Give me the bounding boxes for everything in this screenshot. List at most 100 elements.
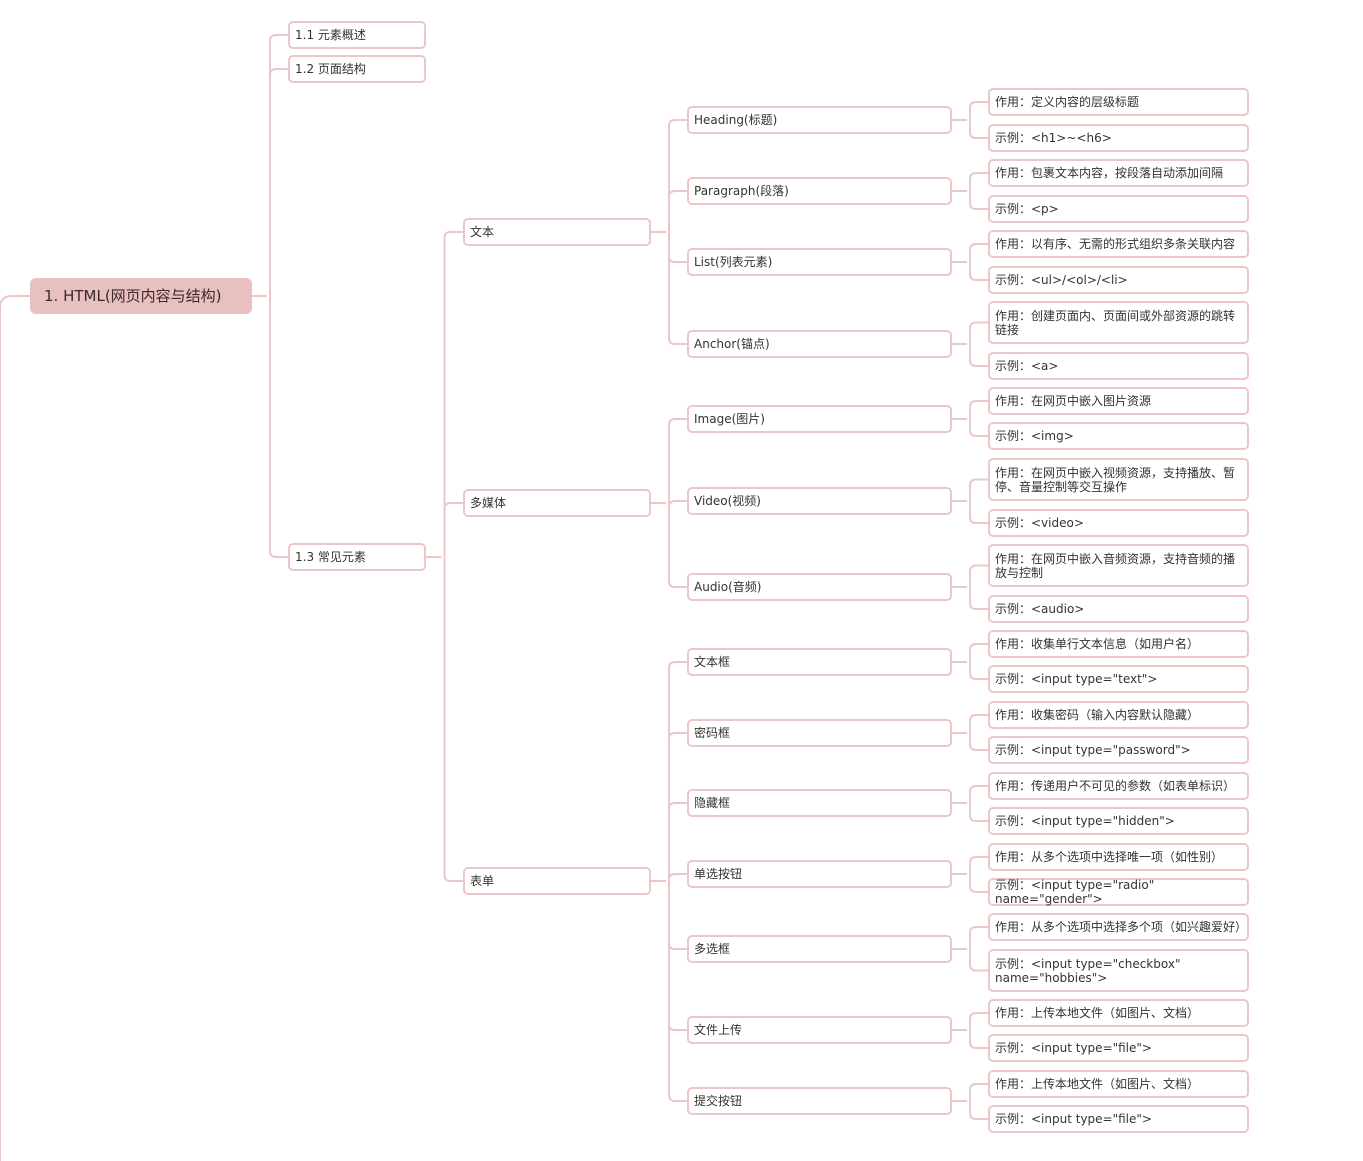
- leaf-example[interactable]: 示例：<input type="file">: [988, 1034, 1249, 1062]
- element-video[interactable]: Video(视频): [687, 487, 952, 515]
- connector-branch: [668, 873, 687, 881]
- connector-branch: [443, 502, 463, 557]
- leaf-purpose[interactable]: 作用：在网页中嵌入视频资源，支持播放、暂停、音量控制等交互操作: [988, 458, 1249, 501]
- element-label: Audio(音频): [694, 580, 762, 594]
- leaf-label: 示例：<input type="password">: [995, 743, 1191, 757]
- connector-branch: [443, 231, 463, 557]
- connector-branch: [969, 803, 988, 822]
- element-anchor[interactable]: Anchor(锚点): [687, 330, 952, 358]
- leaf-purpose[interactable]: 作用：收集密码（输入内容默认隐藏）: [988, 701, 1249, 729]
- leaf-purpose[interactable]: 作用：传递用户不可见的参数（如表单标识）: [988, 772, 1249, 800]
- element-submit-button[interactable]: 提交按钮: [687, 1087, 952, 1115]
- leaf-example[interactable]: 示例：<ul>/<ol>/<li>: [988, 266, 1249, 294]
- leaf-label: 示例：<img>: [995, 429, 1074, 443]
- leaf-purpose[interactable]: 作用：定义内容的层级标题: [988, 88, 1249, 116]
- connector-branch: [969, 191, 988, 210]
- leaf-purpose[interactable]: 作用：收集单行文本信息（如用户名）: [988, 630, 1249, 658]
- connector-branch: [969, 419, 988, 437]
- leaf-example[interactable]: 示例：<img>: [988, 422, 1249, 450]
- element-textbox[interactable]: 文本框: [687, 648, 952, 676]
- leaf-label: 作用：包裹文本内容，按段落自动添加间隔: [995, 166, 1224, 180]
- element-radio[interactable]: 单选按钮: [687, 860, 952, 888]
- connector-branch: [668, 881, 687, 1102]
- connector-branch: [969, 856, 988, 874]
- leaf-purpose[interactable]: 作用：上传本地文件（如图片、文档）: [988, 1070, 1249, 1098]
- leaf-example[interactable]: 示例：<input type="checkbox" name="hobbies"…: [988, 949, 1249, 992]
- leaf-label: 作用：在网页中嵌入视频资源，支持播放、暂停、音量控制等交互操作: [995, 465, 1236, 494]
- connector-branch: [969, 344, 988, 367]
- leaf-purpose[interactable]: 作用：从多个选项中选择多个项（如兴趣爱好）: [988, 913, 1249, 941]
- leaf-label: 作用：从多个选项中选择唯一项（如性别）: [995, 850, 1224, 864]
- element-label: Video(视频): [694, 494, 761, 508]
- leaf-purpose[interactable]: 作用：以有序、无需的形式组织多条关联内容: [988, 230, 1249, 258]
- topic-element-overview[interactable]: 1.1 元素概述: [288, 21, 426, 49]
- connector-branch: [969, 262, 988, 281]
- connector-branch: [668, 418, 687, 503]
- connector-branch: [969, 587, 988, 610]
- element-label: 多选框: [694, 942, 731, 956]
- element-hidden[interactable]: 隐藏框: [687, 789, 952, 817]
- element-paragraph[interactable]: Paragraph(段落): [687, 177, 952, 205]
- leaf-example[interactable]: 示例：<input type="radio" name="gender">: [988, 878, 1249, 906]
- connector-branch: [969, 1012, 988, 1030]
- leaf-purpose[interactable]: 作用：从多个选项中选择唯一项（如性别）: [988, 843, 1249, 871]
- element-password[interactable]: 密码框: [687, 719, 952, 747]
- leaf-label: 作用：收集单行文本信息（如用户名）: [995, 637, 1200, 651]
- connector-branch: [969, 714, 988, 733]
- leaf-example[interactable]: 示例：<h1>~<h6>: [988, 124, 1249, 152]
- leaf-purpose[interactable]: 作用：在网页中嵌入音频资源，支持音频的播放与控制: [988, 544, 1249, 587]
- leaf-example[interactable]: 示例：<input type="password">: [988, 736, 1249, 764]
- connector-branch: [969, 1030, 988, 1049]
- leaf-label: 作用：以有序、无需的形式组织多条关联内容: [995, 237, 1236, 251]
- leaf-purpose[interactable]: 作用：包裹文本内容，按段落自动添加间隔: [988, 159, 1249, 187]
- element-file-upload[interactable]: 文件上传: [687, 1016, 952, 1044]
- root-node[interactable]: 1. HTML(网页内容与结构): [30, 278, 252, 314]
- connector-branch: [969, 1083, 988, 1101]
- leaf-label: 示例：<a>: [995, 359, 1059, 373]
- category-multimedia[interactable]: 多媒体: [463, 489, 651, 517]
- leaf-label: 示例：<input type="text">: [995, 672, 1158, 686]
- element-audio[interactable]: Audio(音频): [687, 573, 952, 601]
- connector-branch: [269, 296, 288, 558]
- leaf-example[interactable]: 示例：<video>: [988, 509, 1249, 537]
- category-text[interactable]: 文本: [463, 218, 651, 246]
- topic-page-structure[interactable]: 1.2 页面结构: [288, 55, 426, 83]
- leaf-example[interactable]: 示例：<input type="file">: [988, 1105, 1249, 1133]
- leaf-example[interactable]: 示例：<audio>: [988, 595, 1249, 623]
- leaf-example[interactable]: 示例：<a>: [988, 352, 1249, 380]
- topic-label: 1.1 元素概述: [295, 28, 366, 42]
- element-image[interactable]: Image(图片): [687, 405, 952, 433]
- element-label: 密码框: [694, 726, 731, 740]
- leaf-example[interactable]: 示例：<p>: [988, 195, 1249, 223]
- connector-branch: [668, 190, 687, 232]
- root-node-label: 1. HTML(网页内容与结构): [44, 287, 222, 305]
- category-label: 文本: [470, 225, 495, 239]
- connector-branch: [969, 564, 988, 587]
- category-form[interactable]: 表单: [463, 867, 651, 895]
- connector-branch: [443, 557, 463, 882]
- element-heading[interactable]: Heading(标题): [687, 106, 952, 134]
- connector-branch: [969, 643, 988, 662]
- connector-branch: [969, 1101, 988, 1120]
- element-label: Anchor(锚点): [694, 337, 770, 351]
- connector-branch: [969, 101, 988, 120]
- leaf-label: 示例：<input type="checkbox" name="hobbies"…: [995, 956, 1181, 985]
- leaf-example[interactable]: 示例：<input type="text">: [988, 665, 1249, 693]
- leaf-example[interactable]: 示例：<input type="hidden">: [988, 807, 1249, 835]
- leaf-label: 作用：收集密码（输入内容默认隐藏）: [995, 708, 1200, 722]
- connector-branch: [969, 874, 988, 893]
- topic-common-elements[interactable]: 1.3 常见元素: [288, 543, 426, 571]
- leaf-purpose[interactable]: 作用：上传本地文件（如图片、文档）: [988, 999, 1249, 1027]
- connector-branch: [668, 232, 687, 263]
- connector-branch: [969, 926, 988, 949]
- leaf-purpose[interactable]: 作用：创建页面内、页面间或外部资源的跳转链接: [988, 301, 1249, 344]
- leaf-label: 示例：<h1>~<h6>: [995, 131, 1112, 145]
- leaf-purpose[interactable]: 作用：在网页中嵌入图片资源: [988, 387, 1249, 415]
- connector-branch: [969, 478, 988, 501]
- leaf-label: 示例：<input type="hidden">: [995, 814, 1175, 828]
- element-label: 提交按钮: [694, 1094, 743, 1108]
- element-list[interactable]: List(列表元素): [687, 248, 952, 276]
- leaf-label: 示例：<ul>/<ol>/<li>: [995, 273, 1128, 287]
- element-checkbox[interactable]: 多选框: [687, 935, 952, 963]
- leaf-label: 示例：<input type="file">: [995, 1041, 1152, 1055]
